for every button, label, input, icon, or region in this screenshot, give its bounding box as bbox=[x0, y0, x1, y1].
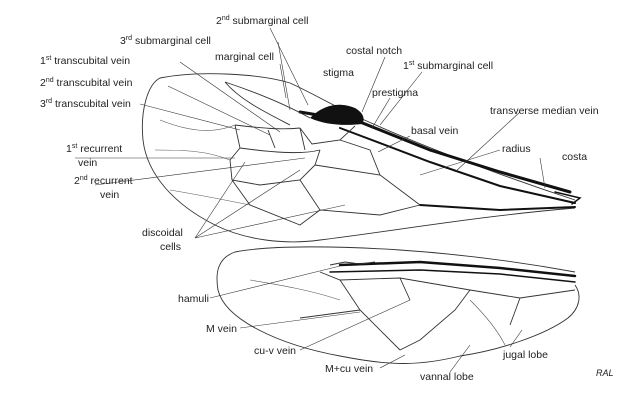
marginal-cell-vein bbox=[224, 81, 311, 126]
forewing-thin-veins bbox=[154, 119, 251, 206]
radius-vein-2 bbox=[419, 204, 576, 212]
hindwing-veins bbox=[299, 271, 576, 351]
label-3rd-submarginal-cell: 3rd submarginal cell bbox=[120, 35, 211, 47]
label-discoidal-cells-line1: discoidal bbox=[142, 227, 183, 239]
label-2nd-recurrent-vein-line1: 2nd recurrent bbox=[74, 175, 133, 187]
label-costal-notch: costal notch bbox=[346, 45, 402, 57]
submarginal-veins bbox=[234, 124, 356, 154]
label-jugal-lobe: jugal lobe bbox=[502, 349, 548, 361]
label-1st-transcubital-vein: 1st transcubital vein bbox=[40, 55, 130, 67]
label-cu-v-vein: cu-v vein bbox=[254, 345, 296, 357]
hindwing-outline bbox=[216, 246, 580, 364]
radius-vein bbox=[339, 127, 576, 204]
label-2nd-recurrent-vein-line2: vein bbox=[100, 189, 119, 201]
discoidal-veins bbox=[229, 139, 421, 226]
label-2nd-submarginal-cell: 2nd submarginal cell bbox=[216, 15, 308, 27]
forewing-outline bbox=[141, 73, 576, 243]
label-1st-recurrent-vein-line2: vein bbox=[78, 157, 97, 169]
label-1st-submarginal-cell: 1st submarginal cell bbox=[403, 60, 493, 72]
label-basal-vein: basal vein bbox=[411, 125, 458, 137]
hindwing-thin bbox=[249, 279, 506, 346]
label-hamuli: hamuli bbox=[178, 293, 209, 305]
label-mcu-vein: M+cu vein bbox=[325, 363, 373, 375]
hindwing bbox=[216, 246, 580, 364]
costa-tip bbox=[554, 191, 582, 205]
label-radius: radius bbox=[502, 143, 531, 155]
label-stigma: stigma bbox=[323, 67, 354, 79]
hindwing-radius bbox=[329, 269, 576, 283]
forewing bbox=[141, 73, 582, 243]
label-marginal-cell: marginal cell bbox=[215, 51, 274, 63]
label-m-vein: M vein bbox=[206, 323, 237, 335]
stigma-shape bbox=[310, 104, 364, 125]
label-2nd-transcubital-vein: 2nd transcubital vein bbox=[40, 77, 133, 89]
label-discoidal-cells-line2: cells bbox=[160, 241, 181, 253]
hamuli-shape bbox=[329, 261, 376, 266]
label-vannal-lobe: vannal lobe bbox=[420, 371, 474, 383]
label-transverse-median-vein: transverse median vein bbox=[490, 105, 599, 117]
signature: RAL bbox=[596, 368, 614, 378]
label-costa: costa bbox=[562, 151, 587, 163]
label-3rd-transcubital-vein: 3rd transcubital vein bbox=[40, 98, 131, 110]
leader-lines bbox=[75, 27, 546, 373]
label-prestigma: prestigma bbox=[372, 87, 418, 99]
label-1st-recurrent-vein-line1: 1st recurrent bbox=[66, 143, 122, 155]
labels: 2nd submarginal cell 3rd submarginal cel… bbox=[40, 15, 614, 383]
hindwing-costa bbox=[338, 260, 577, 278]
